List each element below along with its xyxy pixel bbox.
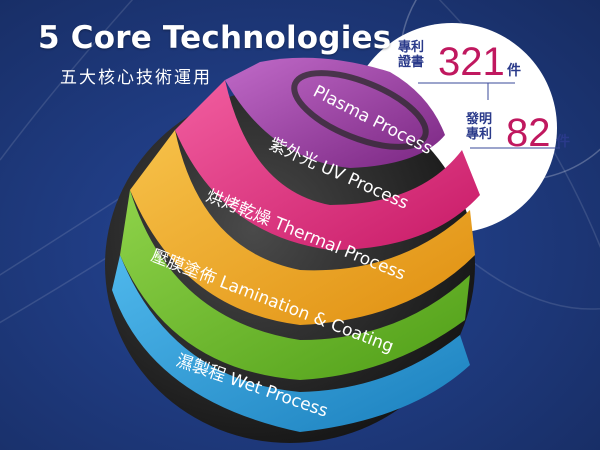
band-thermal bbox=[130, 130, 475, 325]
band-lamination bbox=[120, 190, 470, 380]
certificates-count: 321 bbox=[438, 40, 505, 84]
invention-label: 發明 專利 bbox=[466, 112, 492, 142]
certificates-label: 專利 證書 bbox=[398, 40, 424, 70]
band-wet bbox=[112, 255, 470, 432]
band-plasma bbox=[225, 57, 445, 168]
certificates-unit: 件 bbox=[507, 63, 521, 79]
band-uv bbox=[175, 80, 480, 250]
page-title: 5 Core Technologies bbox=[38, 20, 392, 56]
invention-unit: 件 bbox=[556, 134, 570, 150]
page-subtitle: 五大核心技術運用 bbox=[60, 68, 212, 88]
plasma-ring bbox=[291, 70, 429, 150]
invention-count: 82 bbox=[506, 111, 551, 155]
invention-label-line2: 專利 bbox=[466, 127, 493, 142]
certificates-label-line1: 專利 bbox=[398, 40, 425, 55]
certificates-label-line2: 證書 bbox=[398, 55, 425, 70]
invention-label-line1: 發明 bbox=[466, 112, 493, 127]
